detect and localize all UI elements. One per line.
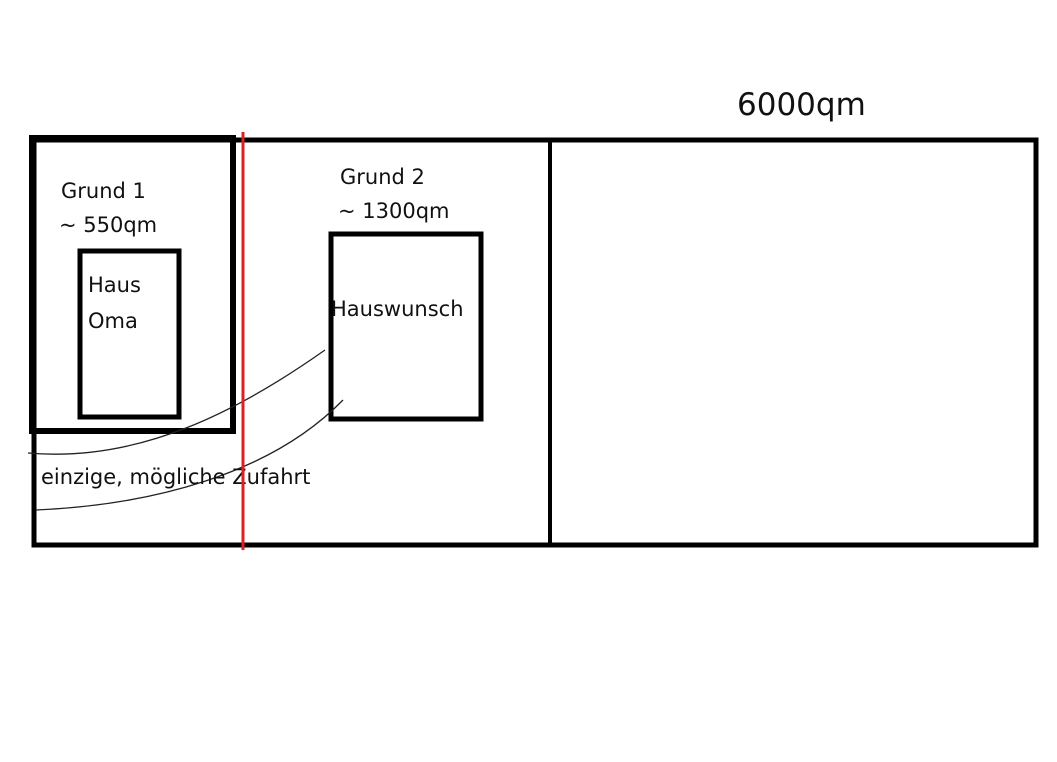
hauswunsch-label: Hauswunsch: [331, 297, 464, 321]
grund2-name: Grund 2: [340, 165, 425, 189]
access-road-lower-edge: [35, 399, 344, 511]
haus-oma-building: [77, 248, 182, 420]
haus-oma-label-line1: Haus: [88, 273, 141, 297]
access-road-upper-edge: [27, 349, 326, 455]
haus-oma-label-line2: Oma: [88, 309, 138, 333]
total-area-label: 6000qm: [737, 87, 866, 123]
grund1-size: ~ 550qm: [59, 213, 157, 237]
hauswunsch-building: [328, 231, 484, 422]
grund2-size: ~ 1300qm: [338, 199, 450, 223]
grund1-parcel: [29, 135, 236, 434]
access-road-label: einzige, mögliche Zufahrt: [41, 465, 310, 489]
grund1-name: Grund 1: [61, 179, 146, 203]
